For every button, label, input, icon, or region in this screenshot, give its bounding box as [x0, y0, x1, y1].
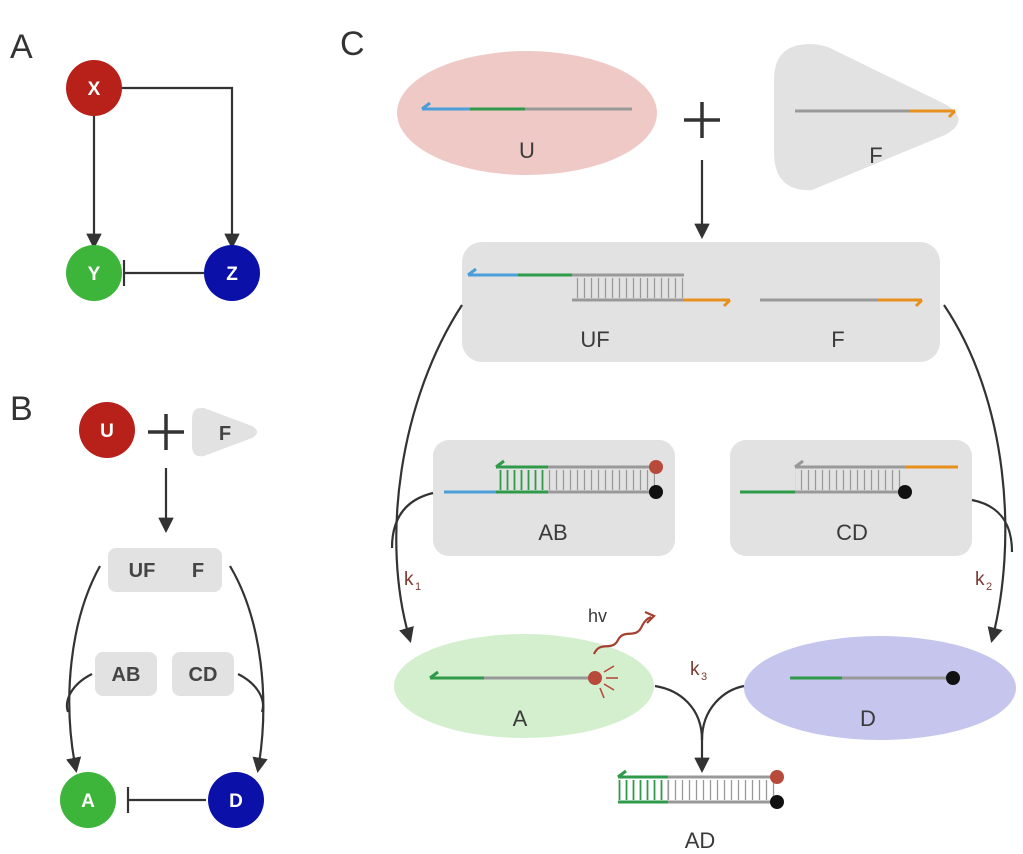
- node-z: [204, 245, 260, 301]
- panel-a-network: X Y Z: [66, 60, 260, 301]
- node-d: [208, 772, 264, 828]
- edge-uf-to-a: [66, 565, 101, 774]
- edge-x-z: [118, 86, 240, 250]
- edge-ab-to-a: [390, 491, 434, 549]
- edge-uf-to-a: [395, 304, 463, 643]
- box-ab-label: AB: [112, 664, 141, 686]
- species-f-shape: [774, 44, 959, 191]
- svg-text:k: k: [975, 569, 985, 590]
- species-u-bubble: [397, 51, 657, 175]
- node-y: [66, 245, 122, 301]
- rate-k3: k 3: [690, 659, 707, 683]
- plus-icon: [148, 414, 184, 450]
- species-d-label: D: [860, 706, 876, 731]
- node-f-shape: [192, 408, 257, 457]
- plus-icon: [684, 102, 720, 138]
- species-f-label: F: [869, 143, 882, 168]
- edge-cd-to-d: [237, 673, 265, 713]
- node-a: [60, 772, 116, 828]
- box-uf-label: UF: [129, 560, 156, 582]
- edge-d-to-ad: [700, 684, 745, 741]
- species-ab-label: AB: [538, 520, 567, 545]
- rate-k1: k 1: [404, 569, 421, 593]
- svg-text:3: 3: [701, 671, 707, 683]
- node-y-label: Y: [88, 264, 101, 285]
- species-ab-box: [433, 440, 675, 556]
- panel-b-network: U F UF F AB CD A D: [60, 402, 268, 828]
- u-strand: [421, 101, 632, 111]
- edge-cd-to-d: [971, 498, 1014, 553]
- f-strand: [795, 109, 957, 119]
- svg-text:2: 2: [986, 581, 992, 593]
- rate-k2: k 2: [975, 569, 992, 593]
- node-a-label: A: [81, 791, 95, 812]
- photon-emission-icon: [592, 610, 656, 655]
- species-cd-box: [730, 440, 972, 556]
- svg-text:k: k: [404, 569, 414, 590]
- uf-duplex: [467, 267, 732, 308]
- box-cd-label: CD: [189, 664, 218, 686]
- species-u-label: U: [519, 138, 535, 163]
- species-a-bubble: [394, 634, 654, 738]
- node-x-label: X: [88, 79, 101, 100]
- ab-duplex: [444, 459, 663, 499]
- panel-a-label: A: [10, 28, 33, 66]
- edge-f-to-d: [229, 565, 268, 774]
- f-free-strand: [760, 298, 924, 308]
- cd-duplex: [740, 459, 958, 499]
- box-f-label: F: [192, 560, 204, 582]
- species-uf-label: UF: [580, 327, 609, 352]
- species-ad-label: AD: [685, 828, 716, 853]
- node-d-label: D: [229, 791, 243, 812]
- panel-b-label: B: [10, 390, 33, 428]
- species-d-bubble: [744, 636, 1016, 740]
- svg-text:k: k: [690, 659, 700, 680]
- species-cd-label: CD: [836, 520, 868, 545]
- edge-ab-to-a: [65, 673, 93, 713]
- box-ab: [95, 652, 157, 696]
- node-u-label: U: [100, 421, 114, 442]
- a-strand: [429, 665, 618, 699]
- node-z-label: Z: [226, 264, 238, 285]
- box-uf-f: [108, 548, 222, 592]
- species-f-free-label: F: [831, 327, 844, 352]
- svg-text:1: 1: [415, 581, 421, 593]
- edge-f-to-d: [943, 304, 1007, 643]
- node-f-label: F: [219, 423, 231, 445]
- d-strand: [790, 671, 960, 685]
- node-u: [79, 402, 135, 458]
- panel-c-mechanism: U F: [390, 44, 1016, 853]
- photon-label: hv: [588, 606, 607, 626]
- node-x: [66, 60, 122, 116]
- species-a-label: A: [513, 706, 528, 731]
- box-cd: [172, 652, 234, 696]
- panel-c-label: C: [340, 25, 365, 63]
- ad-duplex: [617, 769, 784, 809]
- species-uf-f-box: [462, 242, 940, 362]
- edge-a-to-ad: [654, 684, 704, 741]
